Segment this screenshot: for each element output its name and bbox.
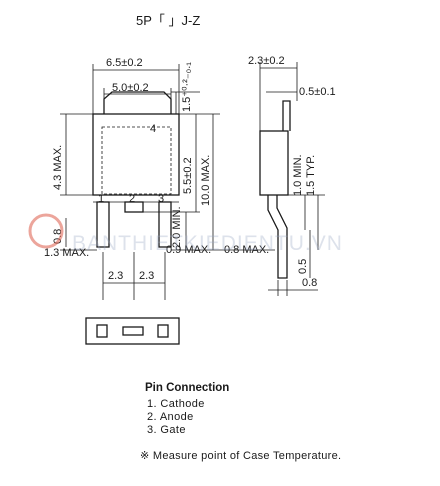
dim-body-height: 4.3 MAX. xyxy=(52,145,64,190)
pin-label-2: 2 xyxy=(129,193,135,205)
pin-connection-item: 1. Cathode xyxy=(147,398,205,410)
dim-side-thickness: 0.5±0.1 xyxy=(299,86,336,98)
die-outline xyxy=(101,126,172,195)
pin-connection-item: 3. Gate xyxy=(147,424,186,436)
bottom-pad-1 xyxy=(96,324,108,338)
side-tab xyxy=(282,100,291,131)
dim-side-lead-min: 1.0 MIN. xyxy=(292,154,304,196)
dim-lead-thick: 0.8 MAX. xyxy=(224,244,269,256)
dim-mid-height: 5.5±0.2 xyxy=(182,157,194,194)
pin-connection-title: Pin Connection xyxy=(145,382,230,394)
bottom-outline xyxy=(85,317,180,345)
dim-pin-width: 1.3 MAX. xyxy=(44,247,89,259)
measure-note: ※ Measure point of Case Temperature. xyxy=(140,450,342,462)
dim-tab-width: 5.0±0.2 xyxy=(112,82,149,94)
side-body xyxy=(259,130,289,196)
front-view: 4 1 2 3 xyxy=(92,91,180,248)
watermark-logo-icon xyxy=(28,213,64,249)
pin-connection: Pin Connection 1. Cathode 2. Anode 3. Ga… xyxy=(145,382,229,437)
dim-top-width: 6.5±0.2 xyxy=(106,57,143,69)
bottom-view xyxy=(85,317,180,345)
pin-label-3: 3 xyxy=(158,193,164,205)
dim-side-bottom-1: 0.5 xyxy=(297,259,309,274)
pin-connection-item: 2. Anode xyxy=(147,411,194,423)
dim-side-width: 2.3±0.2 xyxy=(248,55,285,67)
body-outline xyxy=(92,113,180,196)
package-title: 5P「 」J-Z xyxy=(136,13,200,28)
pin-label-1: 1 xyxy=(98,193,104,205)
dim-tab-height: 1.5⁺⁰·²₋₀.₁ xyxy=(181,62,193,112)
side-view: 2.3±0.2 0.5±0.1 1.0 MIN. 1.5 TYP. 0.5 0.… xyxy=(248,55,336,296)
dim-side-bottom-2: 0.8 xyxy=(302,277,317,289)
pin-label-4: 4 xyxy=(150,123,156,135)
dim-lead-width: 0.9 MAX. xyxy=(166,244,211,256)
dim-total-height: 10.0 MAX. xyxy=(200,155,212,206)
dim-lead-min: 2.0 MIN. xyxy=(171,206,183,248)
watermark: BANTHIETKIEDIENTU.VN xyxy=(28,213,343,255)
bottom-pad-3 xyxy=(157,324,169,338)
dim-pitch-2: 2.3 xyxy=(139,270,154,282)
dim-side-lead-typ: 1.5 TYP. xyxy=(305,155,317,196)
watermark-text: BANTHIETKIEDIENTU.VN xyxy=(72,232,343,255)
front-dimensions: 6.5±0.2 5.0±0.2 1.5⁺⁰·²₋₀.₁ 4.3 MAX. 5.5… xyxy=(44,57,275,300)
side-lead xyxy=(267,195,288,279)
dim-pitch-1: 2.3 xyxy=(108,270,123,282)
tab-outline xyxy=(103,91,172,114)
bottom-pad-2 xyxy=(122,326,144,336)
